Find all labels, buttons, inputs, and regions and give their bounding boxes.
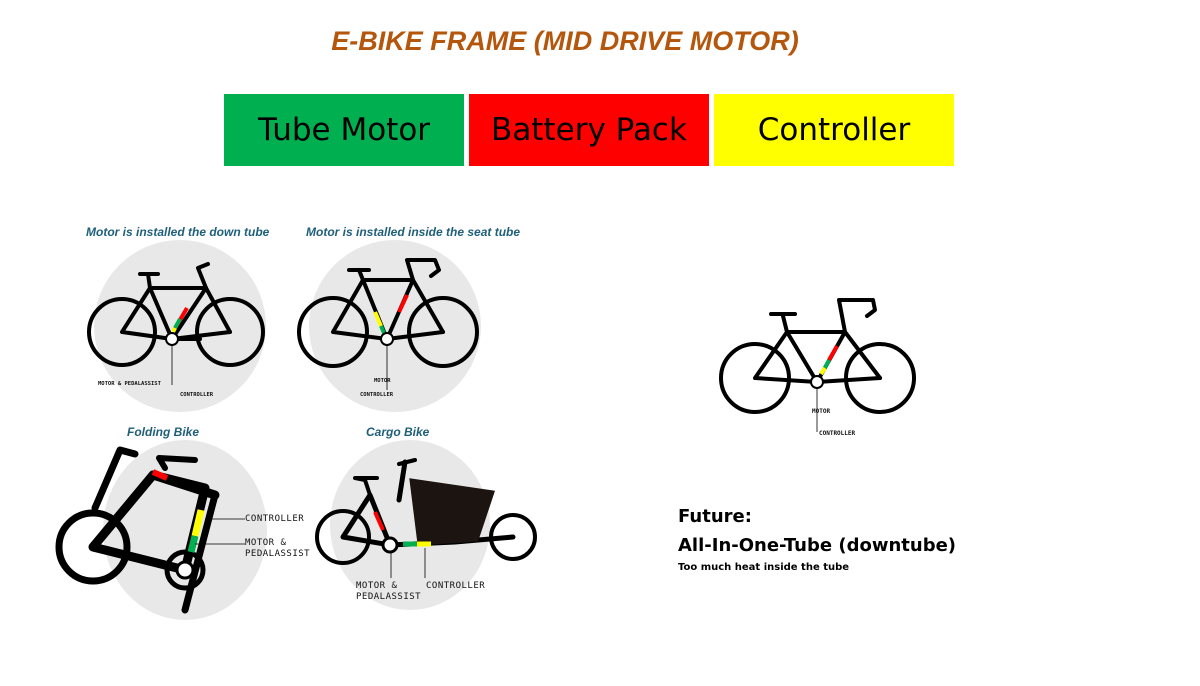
legend-label: Tube Motor xyxy=(257,112,431,148)
label-controller: CONTROLLER xyxy=(819,430,856,437)
legend-label: Controller xyxy=(757,112,911,148)
future-note: Too much heat inside the tube xyxy=(678,562,850,573)
bike-cargo-diagram xyxy=(315,440,537,610)
caption-seat-tube: Motor is installed inside the seat tube xyxy=(306,225,521,239)
future-heading: Future: xyxy=(678,506,752,527)
label-controller: CONTROLLER xyxy=(245,514,305,524)
bike-seat-tube-diagram xyxy=(297,240,481,412)
label-motor: MOTOR xyxy=(812,408,831,415)
bike-down-tube-diagram xyxy=(87,240,266,412)
legend-label: Battery Pack xyxy=(491,112,687,148)
label-motor: MOTOR & xyxy=(245,538,287,548)
future-all-in-one: All-In-One-Tube (downtube) xyxy=(678,535,957,556)
legend-battery-pack: Battery Pack xyxy=(469,94,709,166)
label-pedalassist: PEDALASSIST xyxy=(356,592,422,602)
label-motor: MOTOR & xyxy=(356,581,398,591)
label-controller: CONTROLLER xyxy=(360,392,394,398)
label-controller: CONTROLLER xyxy=(180,392,214,398)
label-motor: MOTOR xyxy=(374,378,391,384)
label-pedalassist: PEDALASSIST xyxy=(245,549,311,559)
label-controller: CONTROLLER xyxy=(426,581,486,591)
bike-folding-diagram xyxy=(55,440,267,620)
caption-down-tube: Motor is installed the down tube xyxy=(86,225,270,239)
legend-controller: Controller xyxy=(714,94,954,166)
legend-tube-motor: Tube Motor xyxy=(224,94,464,166)
page-title: E-BIKE FRAME (MID DRIVE MOTOR) xyxy=(331,26,799,56)
caption-folding-bike: Folding Bike xyxy=(127,425,199,439)
caption-cargo-bike: Cargo Bike xyxy=(366,425,430,439)
bike-all-in-one-diagram xyxy=(719,298,916,432)
label-motor-pedalassist: MOTOR & PEDALASSIST xyxy=(98,381,161,387)
